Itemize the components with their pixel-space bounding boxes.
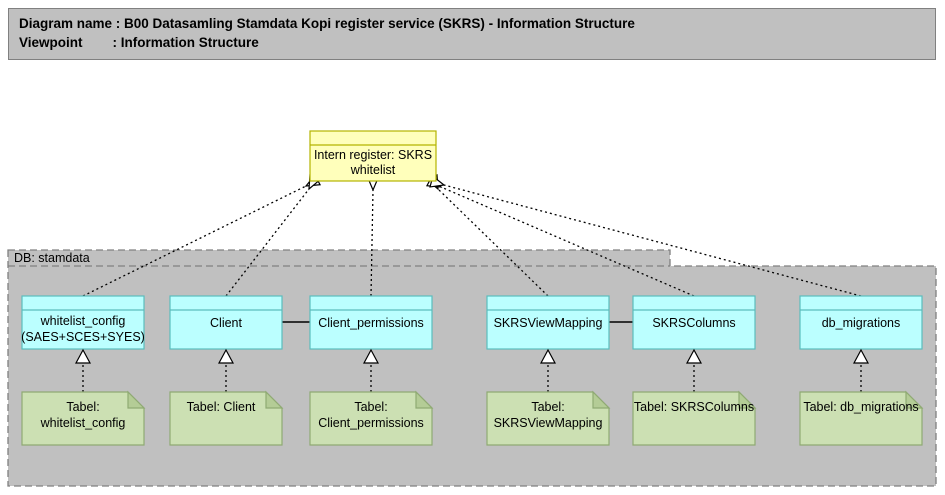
note-tabel-client-permissions-fold [415,390,434,409]
note-tabel-db-migrations[interactable]: Tabel: db_migrations [799,390,924,446]
edge-db-migrations-to-root[interactable] [443,184,862,297]
arrowhead-tabel-db-migrations [852,348,870,364]
viewpoint-line: Viewpoint : Information Structure [19,35,259,50]
note-tabel-client[interactable]: Tabel: Client [169,390,284,446]
note-tabel-skrsviewmapping-fold [592,390,611,409]
node-db-migrations[interactable]: db_migrations [799,295,923,350]
note-tabel-client-label-1: Tabel: Client [187,400,256,414]
note-tabel-whitelist-config-fold [127,390,146,409]
node-skrs-whitelist-label-1: Intern register: SKRS [314,148,432,162]
note-tabel-db-migrations-label-1: Tabel: db_migrations [803,400,918,414]
node-skrsviewmapping-body [486,295,610,350]
node-skrs-whitelist-label-2: whitelist [350,163,396,177]
node-skrs-whitelist-body [309,130,437,182]
note-tabel-client-permissions-label-2: Client_permissions [318,416,424,430]
group-db-stamdata[interactable]: DB: stamdata [7,249,937,487]
note-tabel-client-fold [265,390,284,409]
note-tabel-whitelist-config-body [21,391,145,446]
node-client-permissions-label-1: Client_permissions [318,316,424,330]
node-skrsviewmapping[interactable]: SKRSViewMapping [486,295,610,350]
node-client-body [169,295,283,350]
node-db-migrations-label-1: db_migrations [822,316,901,330]
node-client-label-1: Client [210,316,242,330]
node-db-migrations-body [799,295,923,350]
note-tabel-client-body [169,391,283,446]
edge-whitelist-config-to-root[interactable] [82,185,307,297]
note-tabel-skrsviewmapping-body [486,391,610,446]
arrowhead-tabel-client [217,348,235,364]
node-client-permissions[interactable]: Client_permissions [309,295,433,350]
node-skrscolumns-label-1: SKRSColumns [652,316,735,330]
edge-skrsviewmapping-to-root[interactable] [437,188,549,297]
note-tabel-skrsviewmapping[interactable]: Tabel: SKRSViewMapping [486,390,611,446]
note-tabel-skrscolumns-fold [738,390,757,409]
note-tabel-db-migrations-body [799,391,923,446]
note-tabel-skrsviewmapping-label-2: SKRSViewMapping [494,416,603,430]
node-whitelist-config[interactable]: whitelist_config (SAES+SCES+SYES) [21,295,145,350]
arrowhead-tabel-client-permissions [362,348,380,364]
node-skrsviewmapping-label-1: SKRSViewMapping [494,316,603,330]
node-client-permissions-body [309,295,433,350]
note-tabel-client-permissions-body [309,391,433,446]
note-tabel-skrscolumns-body [632,391,756,446]
node-skrscolumns[interactable]: SKRSColumns [632,295,756,350]
realization-arrowheads-entities [74,348,870,364]
node-skrs-whitelist[interactable]: Intern register: SKRS whitelist [309,130,437,182]
diagram-header-panel: Diagram name : B00 Datasamling Stamdata … [8,8,936,60]
diagram-name-line: Diagram name : B00 Datasamling Stamdata … [19,16,635,31]
note-tabel-client-permissions-label-1: Tabel: [354,400,387,414]
edge-skrscolumns-to-root[interactable] [440,186,695,297]
note-tabel-skrscolumns[interactable]: Tabel: SKRSColumns [632,390,757,446]
arrowhead-tabel-whitelist-config [74,348,92,364]
note-tabel-whitelist-config-label-1: Tabel: [66,400,99,414]
note-tabel-client-permissions[interactable]: Tabel: Client_permissions [309,390,434,446]
note-tabel-whitelist-config[interactable]: Tabel: whitelist_config [21,390,146,446]
note-tabel-skrsviewmapping-label-1: Tabel: [531,400,564,414]
node-whitelist-config-label-1: whitelist_config [40,314,126,328]
group-label: DB: stamdata [14,251,90,265]
note-tabel-skrscolumns-label-1: Tabel: SKRSColumns [634,400,754,414]
note-tabel-whitelist-config-label-2: whitelist_config [40,416,126,430]
node-client[interactable]: Client [169,295,283,350]
realization-edges-to-root [82,184,862,297]
arrowhead-tabel-skrsviewmapping [539,348,557,364]
node-whitelist-config-body [21,295,145,350]
arrowhead-tabel-skrscolumns [685,348,703,364]
group-shape [7,249,937,487]
node-whitelist-config-label-2: (SAES+SCES+SYES) [21,330,145,344]
note-tabel-db-migrations-fold [905,390,924,409]
